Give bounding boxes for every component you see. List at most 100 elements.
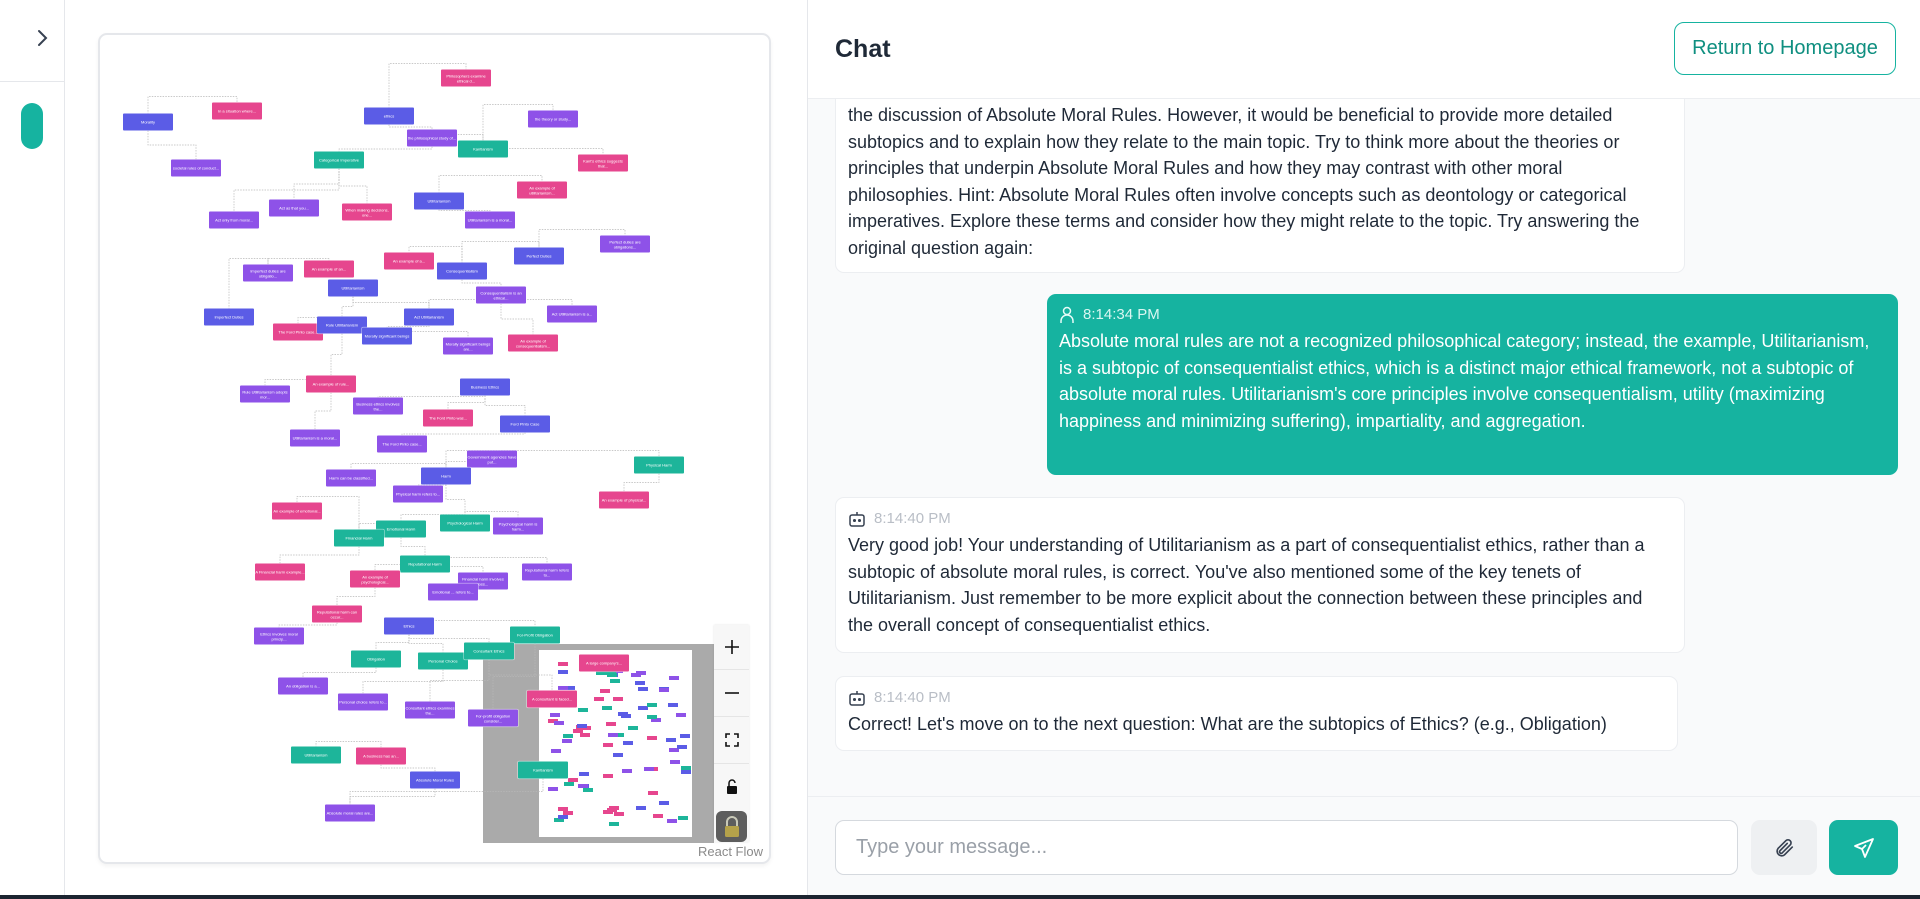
graph-node-concept[interactable]: Obligation [351, 650, 401, 668]
message-input[interactable] [835, 820, 1738, 875]
chat-header: Chat Return to Homepage [808, 0, 1920, 99]
graph-node-concept[interactable]: Categorical Imperative [314, 151, 364, 169]
minimap-node [628, 726, 639, 731]
graph-node-concept[interactable]: Reputational Harm [400, 555, 450, 573]
graph-node-concept[interactable]: Utilitarianism [291, 746, 341, 764]
graph-node-definition[interactable]: Act only from moral... [209, 211, 259, 229]
graph-node-definition[interactable]: Personal choice refers to... [338, 693, 388, 711]
graph-node-topic[interactable]: Perfect Duties [514, 247, 564, 265]
message-meta: 8:14:40 PM [848, 687, 1665, 709]
graph-node-topic[interactable]: Morality [123, 113, 173, 131]
graph-node-example[interactable]: Reputational harm can occur... [312, 605, 362, 623]
graph-node-topic[interactable]: Utilitarianism [328, 279, 378, 297]
graph-node-definition[interactable]: Reputational harm refers to... [522, 563, 572, 581]
graph-node-definition[interactable]: Act as that you... [269, 199, 319, 217]
graph-node-topic[interactable]: Absolute Moral Rules [410, 771, 460, 789]
pane-divider[interactable] [807, 0, 808, 895]
graph-node-example[interactable]: A consultant is faced... [527, 690, 577, 708]
send-button[interactable] [1829, 820, 1898, 875]
graph-node-definition[interactable]: the theory or study... [528, 110, 578, 128]
zoom-out-button[interactable] [714, 670, 749, 717]
graph-node-definition[interactable]: Utilitarianism is a moral... [465, 211, 515, 229]
graph-node-topic[interactable]: ethics [364, 107, 414, 125]
chevron-right-icon[interactable] [30, 26, 54, 50]
zoom-in-button[interactable] [714, 625, 749, 670]
fit-view-button[interactable] [714, 717, 749, 764]
graph-node-definition[interactable]: Perfect duties are obligations... [600, 235, 650, 253]
graph-node-definition[interactable]: the philosophical study of... [407, 129, 457, 147]
graph-node-example[interactable]: Kant's ethics suggests that... [578, 154, 628, 172]
graph-node-definition[interactable]: societal rules of conduct... [171, 159, 221, 177]
graph-node-concept[interactable]: Financial Harm [334, 529, 384, 547]
graph-node-concept[interactable]: Physical Harm [634, 456, 684, 474]
graph-node-definition[interactable]: Emotional ... refers to... [428, 583, 478, 601]
graph-node-example[interactable]: An example of a... [384, 252, 434, 270]
graph-node-example[interactable]: An example of physical... [599, 491, 649, 509]
graph-node-definition[interactable]: Absolute moral rules are... [325, 804, 375, 822]
react-flow-canvas[interactable]: Morality In a situation where... Philosoph… [98, 33, 771, 864]
lock-button[interactable] [716, 811, 747, 842]
graph-node-example[interactable]: A business has an... [356, 747, 406, 765]
graph-node-topic[interactable]: Morally significant beings [362, 327, 412, 345]
graph-node-example[interactable]: When making decisions, one... [342, 203, 392, 221]
sidebar-active-indicator[interactable] [21, 103, 43, 149]
graph-node-example[interactable]: An example of psychological... [350, 570, 400, 588]
graph-node-definition[interactable]: An obligation is a... [278, 677, 328, 695]
graph-node-concept[interactable]: Kantianism [458, 140, 508, 158]
graph-node-example[interactable]: The Ford Pinto case... [273, 323, 323, 341]
graph-node-topic[interactable]: Rule Utilitarianism [317, 316, 367, 334]
minimap-node [567, 778, 578, 783]
graph-node-definition[interactable]: For-profit obligation consider... [468, 709, 518, 727]
graph-node-topic[interactable]: Ford Pinto Case [500, 415, 550, 433]
graph-node-concept[interactable]: Kantianism [518, 761, 568, 779]
graph-node-concept[interactable]: Psychological Harm [440, 514, 490, 532]
graph-node-definition[interactable]: Morally significant beings are... [443, 337, 493, 355]
graph-node-example[interactable]: The Ford Pinto was... [423, 409, 473, 427]
graph-node-definition[interactable]: Consultant ethics examines the... [405, 701, 455, 719]
graph-node-topic[interactable]: Imperfect Duties [204, 308, 254, 326]
graph-node-topic[interactable]: Harm [421, 467, 471, 485]
graph-node-example[interactable]: A Financial harm example... [255, 563, 305, 581]
graph-node-topic[interactable]: Business Ethics [460, 378, 510, 396]
graph-node-definition[interactable]: Ethics involves moral princip... [254, 627, 304, 645]
graph-node-example[interactable]: An example of emotional... [272, 502, 322, 520]
graph-node-definition[interactable]: Consequentialism is an ethical... [476, 286, 526, 304]
graph-edge [341, 296, 354, 317]
minimap-node [606, 673, 617, 678]
graph-node-example[interactable]: In a situation where... [212, 102, 262, 120]
graph-node-definition[interactable]: Imperfect duties are obligatio... [243, 264, 293, 282]
graph-node-definition[interactable]: Government agencies have put... [467, 450, 517, 468]
graph-node-topic[interactable]: Utilitarianism [414, 192, 464, 210]
message-list[interactable]: the discussion of Absolute Moral Rules. … [808, 99, 1920, 796]
graph-node-definition[interactable]: Physical harm refers to... [393, 485, 443, 503]
fit-view-icon [724, 733, 739, 747]
toggle-interactivity-button[interactable] [714, 764, 749, 810]
graph-node-definition[interactable]: Act Utilitarianism is a... [547, 305, 597, 323]
graph-node-example[interactable]: A large company's... [579, 654, 629, 672]
graph-node-topic[interactable]: Ethics [384, 617, 434, 635]
graph-node-definition[interactable]: Utilitarianism is a moral... [290, 429, 340, 447]
react-flow-attribution[interactable]: React Flow [697, 844, 763, 859]
minimap[interactable] [483, 644, 714, 843]
graph-node-example[interactable]: An example of an... [304, 260, 354, 278]
chat-pane: the discussion of Absolute Moral Rules. … [808, 0, 1920, 896]
graph-node-definition[interactable]: Harm can be classified... [326, 469, 376, 487]
graph-node-topic[interactable]: Consequentialism [437, 262, 487, 280]
graph-node-definition[interactable]: Psychological harm is harm... [493, 517, 543, 535]
graph-node-example[interactable]: Philosophers examine ethical d... [441, 69, 491, 87]
graph-node-concept[interactable]: Consultant Ethics [464, 642, 514, 660]
graph-node-definition[interactable]: Business ethics involves the... [353, 397, 403, 415]
graph-node-example[interactable]: An example of rule... [306, 375, 356, 393]
minimap-node [557, 815, 568, 820]
graph-node-topic[interactable]: Act Utilitarianism [404, 308, 454, 326]
graph-node-example[interactable]: An example of utilitarianism... [517, 181, 567, 199]
system-dock-edge [0, 895, 1920, 899]
graph-node-example[interactable]: An example of consequentialism... [508, 334, 558, 352]
graph-node-definition[interactable]: The Ford Pinto case... [377, 435, 427, 453]
return-to-homepage-button[interactable]: Return to Homepage [1674, 22, 1896, 75]
graph-node-concept[interactable]: Personal Choice [418, 652, 468, 670]
graph-node-definition[interactable]: Rule Utilitarianism adopts mor... [240, 385, 290, 403]
minimap-viewport[interactable] [539, 650, 692, 837]
attach-button[interactable] [1751, 820, 1817, 875]
graph-node-concept[interactable]: For-Profit Obligation [510, 626, 560, 644]
